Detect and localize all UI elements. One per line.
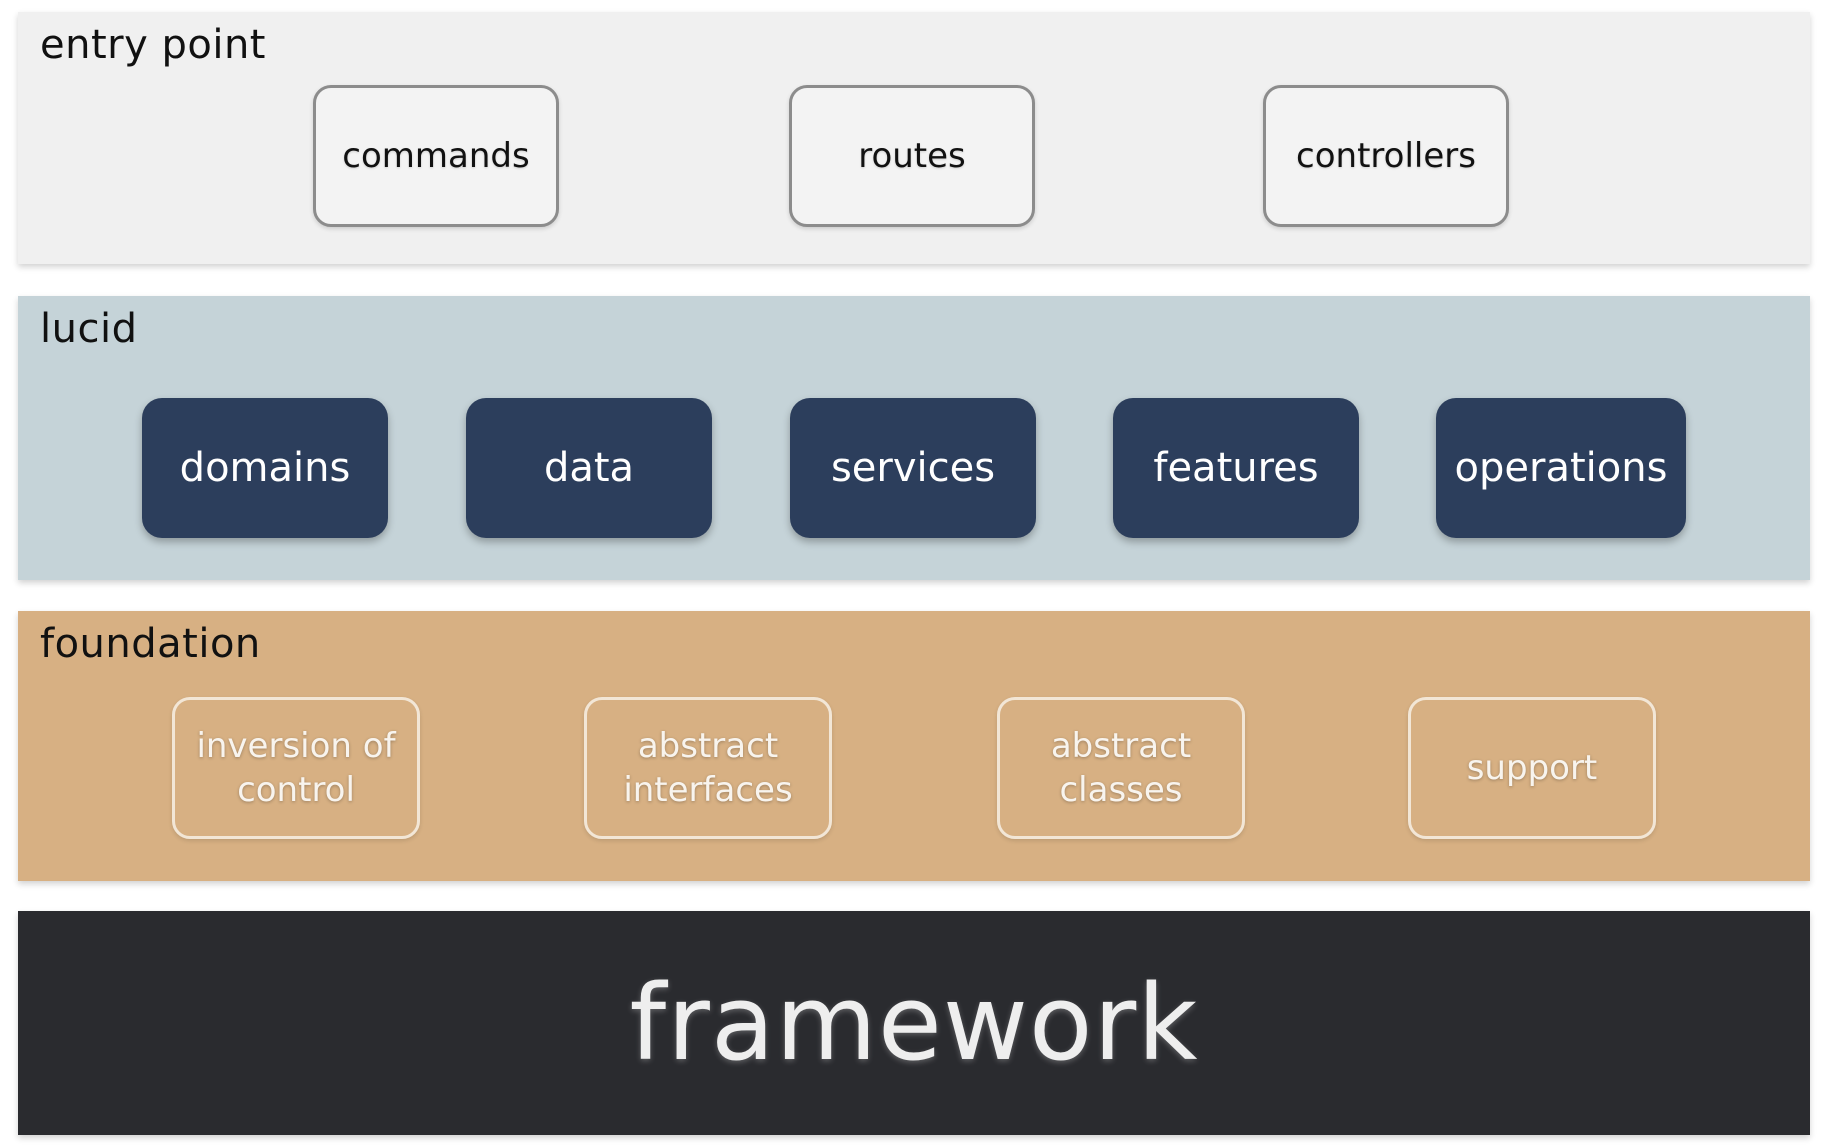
operations-box: operations: [1436, 398, 1686, 538]
abstract-classes-box: abstract classes: [997, 697, 1245, 839]
lucid-layer: lucid domains data services features ope…: [18, 296, 1810, 580]
controllers-box: controllers: [1263, 85, 1509, 227]
entry-point-title: entry point: [40, 22, 266, 68]
foundation-layer: foundation inversion of control abstract…: [18, 611, 1810, 881]
domains-box: domains: [142, 398, 388, 538]
commands-box: commands: [313, 85, 559, 227]
data-box: data: [466, 398, 712, 538]
framework-title: framework: [629, 962, 1199, 1084]
features-box: features: [1113, 398, 1359, 538]
lucid-title: lucid: [40, 306, 138, 352]
framework-layer: framework: [18, 911, 1810, 1135]
services-box: services: [790, 398, 1036, 538]
inversion-of-control-box: inversion of control: [172, 697, 420, 839]
abstract-interfaces-box: abstract interfaces: [584, 697, 832, 839]
routes-box: routes: [789, 85, 1035, 227]
support-box: support: [1408, 697, 1656, 839]
foundation-title: foundation: [40, 621, 261, 667]
entry-point-layer: entry point commands routes controllers: [18, 12, 1810, 264]
